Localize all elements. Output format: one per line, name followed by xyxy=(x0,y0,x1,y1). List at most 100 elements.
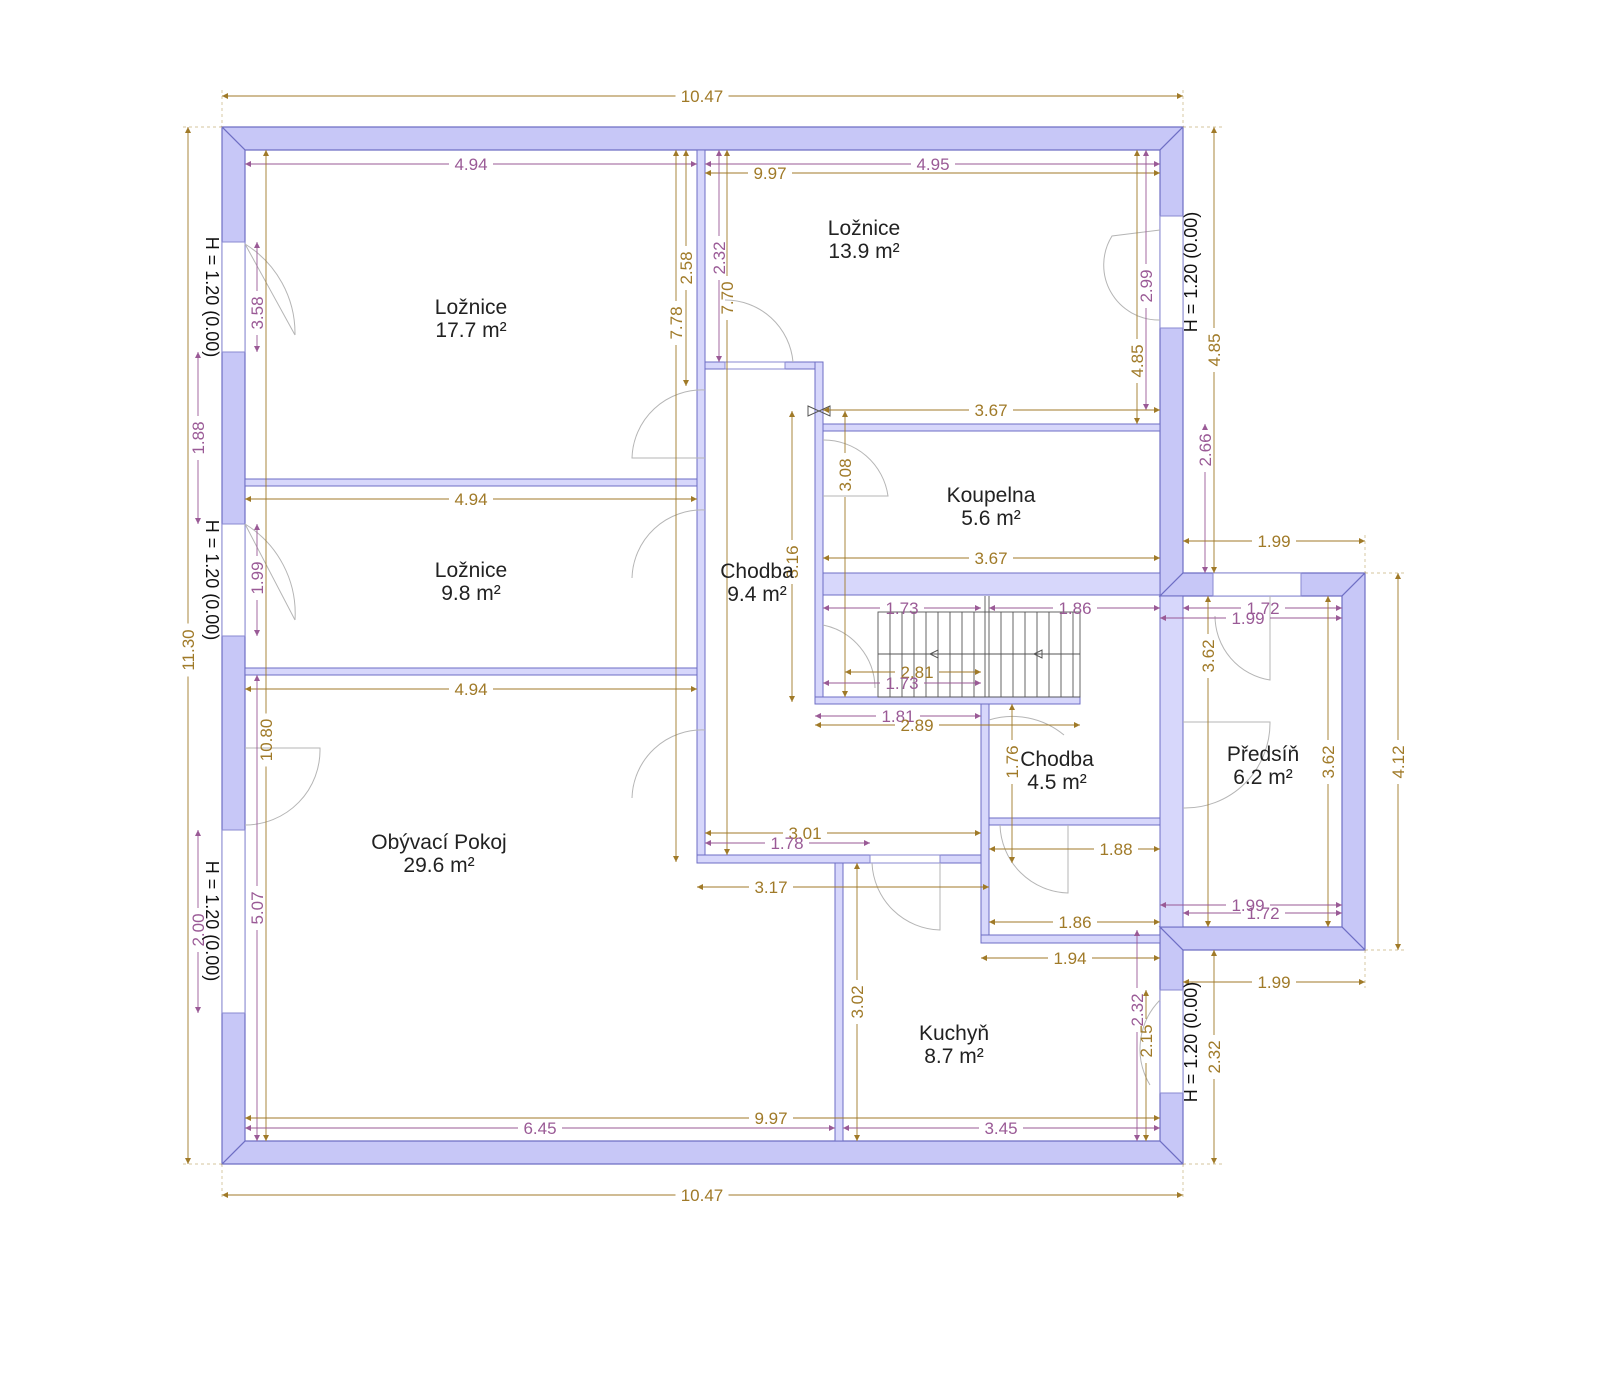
dimension-43: 3.62 xyxy=(1319,596,1338,927)
dimension-arrow-end xyxy=(1211,1158,1217,1164)
door-swing-vestibule xyxy=(1214,596,1271,681)
dimension-arrow-start xyxy=(222,93,228,99)
dimension-arrow-end xyxy=(1205,921,1211,927)
dimension-arrow-end xyxy=(1154,955,1160,961)
dimension-39: 1.99 xyxy=(1183,532,1365,551)
dimension-45: 1.99 xyxy=(1160,896,1342,915)
dimension-label: 9.97 xyxy=(754,1109,787,1128)
door-swing-hall-bottom xyxy=(999,824,1069,894)
dimension-41: 1.99 xyxy=(1160,609,1342,628)
wall-bathroom-bottom xyxy=(822,572,1161,596)
dimension-arrow-start xyxy=(1202,424,1208,430)
dimension-label: 1.86 xyxy=(1058,913,1091,932)
window-label-left-2: H = 1.20 (0.00) xyxy=(202,520,222,641)
dimension-arrow-end xyxy=(691,161,697,167)
dimension-arrow-start xyxy=(673,150,679,156)
dimension-label: 1.99 xyxy=(1231,896,1264,915)
dimension-arrow-end xyxy=(1336,910,1342,916)
dimension-arrow-end xyxy=(195,518,201,524)
dimension-arrow-end xyxy=(254,630,260,636)
wall-kitchen-left xyxy=(834,862,844,1142)
windows xyxy=(221,215,1302,1094)
door-swing-living xyxy=(631,729,706,799)
dimension-42: 3.62 xyxy=(1199,596,1218,927)
dimension-arrow-start xyxy=(245,686,251,692)
dimension-arrow-start xyxy=(245,161,251,167)
room-name-bedroom-3: Ložnice xyxy=(435,559,507,582)
dimension-arrow-end xyxy=(724,849,730,855)
dimension-label: 1.76 xyxy=(1003,745,1022,778)
dimension-arrow-end xyxy=(1202,567,1208,573)
door-swing-right-2 xyxy=(1139,999,1161,1086)
dimension-arrow-end xyxy=(1325,921,1331,927)
dimension-arrow-end xyxy=(673,856,679,862)
dimension-arrow-end xyxy=(691,686,697,692)
dimension-arrow-end xyxy=(1177,1192,1183,1198)
dimension-arrow-end xyxy=(1154,605,1160,611)
dimension-arrow-end xyxy=(1177,93,1183,99)
dimension-label: 3.67 xyxy=(974,549,1007,568)
dimension-label: 4.94 xyxy=(454,680,487,699)
valve-symbol xyxy=(807,405,831,417)
dimension-arrow-start xyxy=(1211,950,1217,956)
dimension-2: 11.30 xyxy=(179,127,198,1164)
dimension-arrow-start xyxy=(1325,596,1331,602)
dimension-44: 4.12 xyxy=(1389,573,1408,950)
dimension-arrow-end xyxy=(1395,944,1401,950)
room-name-corridor-1: Chodba xyxy=(720,560,794,583)
dimension-arrow-end xyxy=(789,696,795,702)
room-name-living: Obývací Pokoj xyxy=(371,831,506,854)
dimension-arrow-end xyxy=(1154,1115,1160,1121)
dimension-arrow-end xyxy=(1009,857,1015,863)
dimension-label: 2.99 xyxy=(1137,269,1156,302)
dimension-arrow-end xyxy=(1143,404,1149,410)
dimension-label: 3.45 xyxy=(984,1119,1017,1138)
dimension-arrow-end xyxy=(1154,407,1160,413)
dimension-label: 1.99 xyxy=(1257,532,1290,551)
interior-walls xyxy=(244,149,1184,1142)
dimension-arrow-start xyxy=(263,150,269,156)
dimension-label: 2.58 xyxy=(677,251,696,284)
room-name-bathroom: Koupelna xyxy=(947,484,1036,507)
dimension-38: 1.94 xyxy=(981,949,1160,968)
dimension-7: 4.94 xyxy=(245,680,697,699)
dimension-25: 3.67 xyxy=(823,549,1160,568)
window-corridor-bottom xyxy=(869,854,941,864)
dimension-arrow-end xyxy=(1359,979,1365,985)
dimension-32: 1.76 xyxy=(1003,704,1022,863)
dimension-label: 3.62 xyxy=(1319,745,1338,778)
window-label-left-3: H = 1.20 (0.00) xyxy=(202,861,222,982)
dimension-arrow-start xyxy=(185,127,191,133)
dimension-14: 7.78 xyxy=(667,150,686,862)
stair-arrow-2 xyxy=(1032,649,1043,659)
dimension-20: 4.85 xyxy=(1205,127,1224,573)
dimension-label: 1.81 xyxy=(881,707,914,726)
dimension-6: 4.94 xyxy=(245,490,697,509)
room-area-corridor-1: 9.4 m² xyxy=(727,583,787,606)
dimension-arrow-end xyxy=(975,669,981,675)
door-swing-left-1 xyxy=(244,243,296,336)
dimension-arrow-end xyxy=(1336,615,1342,621)
wall-hall-bottom xyxy=(980,934,1161,944)
dimension-label: 7.70 xyxy=(718,281,737,314)
dimension-arrow-start xyxy=(843,1125,849,1131)
window-right-1 xyxy=(1159,215,1184,329)
wall-bathroom-top xyxy=(822,423,1161,432)
dimension-arrow-start xyxy=(1395,573,1401,579)
dimension-label: 3.01 xyxy=(788,824,821,843)
dimension-label: 1.72 xyxy=(1246,904,1279,923)
dimension-arrow-start xyxy=(1134,930,1140,936)
dimension-36: 1.88 xyxy=(989,840,1160,859)
dimension-arrow-start xyxy=(981,955,987,961)
dimension-label: 4.12 xyxy=(1389,745,1408,778)
door-swing-bathroom xyxy=(822,439,889,497)
room-name-kitchen: Kuchyň xyxy=(919,1022,989,1045)
dimension-arrow-start xyxy=(716,150,722,156)
room-area-bedroom-2: 13.9 m² xyxy=(828,240,899,263)
dimension-label: 3.17 xyxy=(754,878,787,897)
dimension-arrow-start xyxy=(789,411,795,417)
door-swing-bedroom-top xyxy=(724,299,794,363)
dimension-arrow-end xyxy=(254,1135,260,1141)
dimension-arrow-end xyxy=(1134,1135,1140,1141)
